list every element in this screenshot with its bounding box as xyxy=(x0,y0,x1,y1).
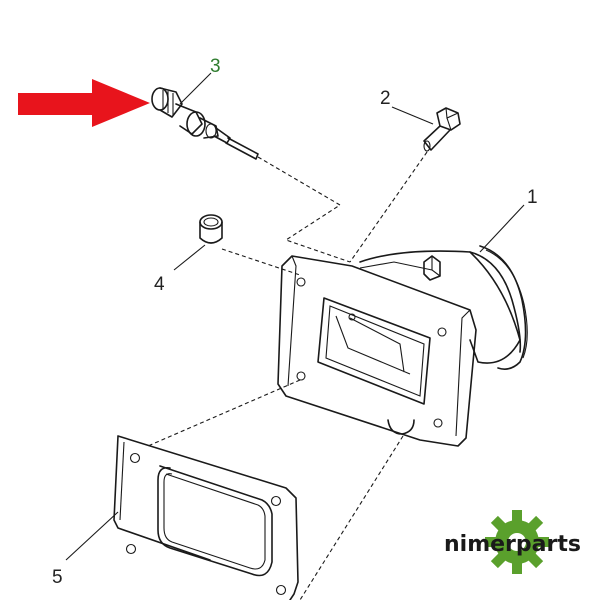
part-1-housing[interactable] xyxy=(277,245,528,447)
callout-1: 1 xyxy=(527,187,538,208)
red-indicator-arrow xyxy=(18,79,150,127)
callout-3: 3 xyxy=(210,56,221,77)
brand-name: nimerparts xyxy=(444,532,581,557)
leader-lines xyxy=(65,72,525,561)
callout-2: 2 xyxy=(380,88,391,109)
part-3-sensor[interactable] xyxy=(151,87,259,160)
callout-5: 5 xyxy=(52,567,63,588)
part-4-cap[interactable] xyxy=(199,214,223,244)
brand-logo: nimerparts xyxy=(444,510,581,574)
assembly-guide-lines xyxy=(147,151,428,600)
callout-4: 4 xyxy=(154,274,165,295)
gear-icon xyxy=(485,510,549,574)
part-5-gasket[interactable] xyxy=(113,435,299,600)
part-2-bolt[interactable] xyxy=(423,107,461,152)
